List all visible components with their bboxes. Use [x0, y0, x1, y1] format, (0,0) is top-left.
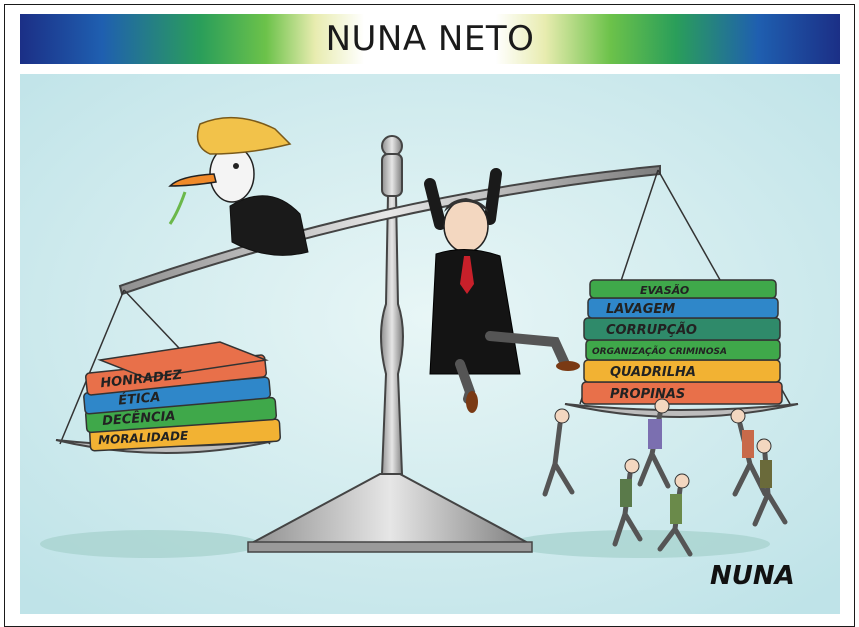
pushing-figures	[542, 398, 788, 557]
man-hair	[444, 198, 488, 212]
left-book-stack: HONRADEZ ÉTICA DECÊNCIA MORALIDADE	[83, 341, 281, 452]
man-arm	[484, 168, 502, 225]
book-label: PROPINAS	[610, 387, 685, 402]
man-arm	[424, 178, 446, 230]
ground-shadow	[510, 530, 770, 558]
figure-head	[756, 438, 772, 454]
man-shoe	[556, 361, 580, 371]
cartoon-svg: HONRADEZ ÉTICA DECÊNCIA MORALIDADE EVASÃ…	[20, 74, 840, 614]
suited-man	[424, 168, 580, 413]
book-evasao	[589, 279, 777, 299]
figure-head	[730, 408, 746, 424]
book-label: MORALIDADE	[98, 428, 190, 447]
figure-head	[554, 408, 570, 424]
bird-character	[168, 116, 309, 256]
right-book-stack: EVASÃO LAVAGEM CORRUPÇÃO ORGANIZAÇÃO CRI…	[581, 279, 783, 405]
bird-eye	[233, 163, 239, 169]
bird-body	[229, 195, 309, 256]
figure-head	[654, 398, 670, 414]
man-leg	[485, 331, 570, 369]
figure-body	[648, 419, 662, 449]
figure-body	[620, 479, 632, 507]
man-tie	[460, 256, 474, 294]
wheat-sprig	[168, 191, 187, 225]
artist-signature: NUNA	[710, 561, 795, 591]
book-label: DECÊNCIA	[102, 408, 176, 429]
book-label: ORGANIZAÇÃO CRIMINOSA	[592, 346, 727, 357]
ground-shadow	[40, 530, 260, 558]
figure-head	[674, 473, 690, 489]
right-pan	[564, 403, 799, 418]
man-face	[443, 199, 489, 253]
figure-head	[624, 458, 640, 474]
book-top-cover	[97, 341, 269, 379]
page-title: NUNA NETO	[325, 19, 535, 59]
header-banner	[20, 14, 840, 64]
book-label: CORRUPÇÃO	[606, 322, 697, 338]
book-label: QUADRILHA	[610, 365, 696, 380]
scale-knob	[381, 153, 403, 197]
book-label: LAVAGEM	[606, 302, 675, 317]
straw-hat	[196, 116, 292, 155]
bird-beak	[168, 173, 217, 187]
book-label: EVASÃO	[640, 284, 689, 297]
left-string	[59, 289, 125, 445]
man-shoe	[466, 391, 478, 413]
cartoon-illustration: HONRADEZ ÉTICA DECÊNCIA MORALIDADE EVASÃ…	[20, 74, 840, 614]
figure-body	[670, 494, 682, 524]
scale-base-rim	[247, 541, 533, 553]
book-label: ÉTICA	[118, 389, 161, 409]
figure-body	[760, 460, 772, 488]
figure-body	[742, 430, 754, 458]
